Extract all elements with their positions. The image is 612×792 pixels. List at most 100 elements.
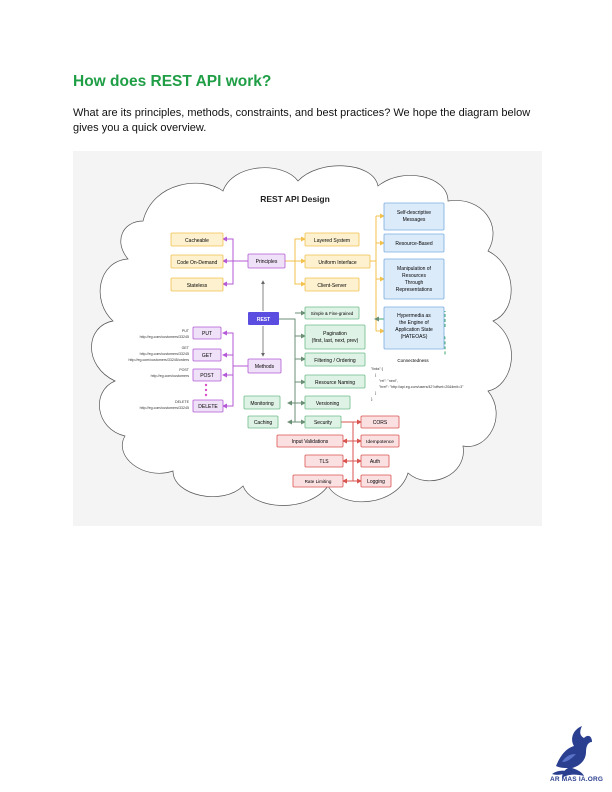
- manipulation-box: [383, 258, 445, 300]
- logo-text: AR MAS IA.ORG: [550, 776, 604, 783]
- caching-label: Caching: [254, 420, 273, 426]
- method-urls: PUT http://eg.com/customers/33245 GET ht…: [128, 329, 189, 410]
- methods-box: [247, 358, 282, 374]
- hateoas-line-3: Application State: [395, 327, 433, 333]
- delete-box: [192, 399, 224, 413]
- put-label: PUT: [202, 331, 212, 337]
- links-line-4: "href": "http://api.eg.com/users/42?offs…: [379, 385, 464, 389]
- delete-url-verb: DELETE: [175, 400, 190, 404]
- intro-paragraph: What are its principles, methods, constr…: [73, 107, 531, 134]
- links-line-2: {: [375, 373, 377, 377]
- post-url-verb: POST: [179, 368, 190, 372]
- links-line-3: "rel": "next",: [379, 379, 398, 383]
- post-box: [192, 368, 222, 382]
- rest-root-box: [248, 312, 279, 325]
- simple-fine-grained-label: Simple & Fine-grained: [311, 311, 354, 316]
- monitoring-label: Monitoring: [250, 401, 274, 407]
- idempotence-label: Idempotence: [366, 439, 394, 445]
- logging-label: Logging: [367, 479, 385, 485]
- left-yellow-boxes: Cacheable Code On-Demand Stateless: [170, 232, 224, 292]
- rest-api-diagram: REST API Design: [73, 151, 542, 526]
- self-descriptive-line-1: Self-descriptive: [397, 210, 431, 216]
- cacheable-box: [170, 232, 224, 247]
- rate-limiting-label: Rate Limiting: [305, 479, 332, 484]
- get-url-verb: GET: [182, 346, 190, 350]
- layered-system-label: Layered System: [314, 238, 350, 244]
- monitoring-box: [243, 395, 281, 410]
- put-url: http://eg.com/customers/33245: [140, 335, 189, 339]
- links-line-5: }: [375, 391, 377, 395]
- resource-based-box: [383, 233, 445, 253]
- delete-url: http://eg.com/customers/33245: [140, 406, 189, 410]
- principles-box: [247, 253, 286, 269]
- self-descriptive-line-2: Messages: [403, 217, 426, 223]
- ellipsis-dots: [204, 383, 208, 397]
- tls-label: TLS: [319, 459, 329, 465]
- simple-fine-grained-box: [304, 306, 360, 320]
- uniform-interface-label: Uniform Interface: [318, 260, 357, 266]
- links-line-6: ],: [371, 397, 373, 401]
- resource-naming-box: [304, 374, 366, 389]
- links-json: "links":[ { "rel": "next", "href": "http…: [371, 367, 464, 401]
- post-label: POST: [200, 373, 214, 379]
- caching-box: [247, 415, 279, 429]
- cors-label: CORS: [373, 420, 388, 426]
- pagination-line-2: (first, last, next, prev): [312, 338, 359, 344]
- stateless-label: Stateless: [187, 283, 208, 289]
- manipulation-line-4: Representations: [396, 287, 433, 293]
- svg-text:Pagination(first, last, next,: Pagination(first, last, next, prev): [312, 331, 359, 344]
- hateoas-box: [383, 306, 445, 350]
- resource-naming-label: Resource Naming: [315, 380, 355, 386]
- red-boxes: Input Validations TLS Rate Limiting CORS…: [276, 415, 400, 488]
- principles-connectors: [222, 236, 253, 287]
- auth-box: [360, 454, 390, 468]
- rest-root-label: REST: [257, 317, 270, 323]
- armasia-logo-icon: [552, 726, 592, 778]
- hateoas-line-4: (HATEOAS): [401, 334, 428, 340]
- method-boxes: PUT GET POST DELETE: [192, 326, 224, 413]
- right-yellow-connectors: [285, 213, 385, 334]
- stateless-box: [170, 277, 224, 292]
- input-validations-label: Input Validations: [292, 439, 329, 445]
- page-heading: How does REST API work?: [73, 73, 272, 90]
- put-box: [192, 326, 222, 340]
- post-url: http://eg.com/customers: [151, 374, 190, 378]
- logging-box: [360, 474, 392, 488]
- input-validations-box: [276, 434, 344, 448]
- idempotence-box: [360, 434, 400, 448]
- hateoas-line-1: Hypermedia as: [397, 313, 431, 319]
- green-boxes: Simple & Fine-grained Pagination(first, …: [243, 306, 366, 429]
- rate-limiting-box: [292, 474, 344, 488]
- security-box: [304, 415, 342, 429]
- versioning-label: Versioning: [316, 401, 340, 407]
- connectedness-label: Connectedness: [397, 358, 429, 363]
- manipulation-line-2: Resources: [402, 273, 426, 279]
- resource-based-label: Resource-Based: [395, 241, 432, 247]
- pagination-box: [304, 324, 366, 350]
- client-server-label: Client-Server: [317, 283, 347, 289]
- links-line-1: "links":[: [371, 367, 383, 371]
- self-descriptive-box: [383, 202, 445, 231]
- versioning-box: [304, 395, 351, 410]
- code-on-demand-box: [170, 254, 224, 269]
- methods-connectors: [222, 330, 248, 409]
- manipulation-line-1: Manipulation of: [397, 266, 432, 272]
- get-box: [192, 348, 222, 362]
- get-url-2: http://eg.com/customers/33245/orders: [128, 358, 189, 362]
- filtering-label: Filtering / Ordering: [314, 358, 356, 364]
- security-label: Security: [314, 420, 333, 426]
- code-on-demand-label: Code On-Demand: [177, 260, 218, 266]
- get-url-1: http://eg.com/customers/33245: [140, 352, 189, 356]
- methods-label: Methods: [255, 364, 275, 370]
- manipulation-line-3: Through: [405, 280, 424, 286]
- uniform-interface-box: [304, 254, 371, 269]
- hateoas-line-2: the Engine of: [399, 320, 429, 326]
- pagination-line-1: Pagination: [323, 331, 347, 337]
- green-connectors: [279, 310, 306, 425]
- right-yellow-boxes: Layered System Uniform Interface Client-…: [304, 232, 371, 292]
- client-server-box: [304, 277, 360, 292]
